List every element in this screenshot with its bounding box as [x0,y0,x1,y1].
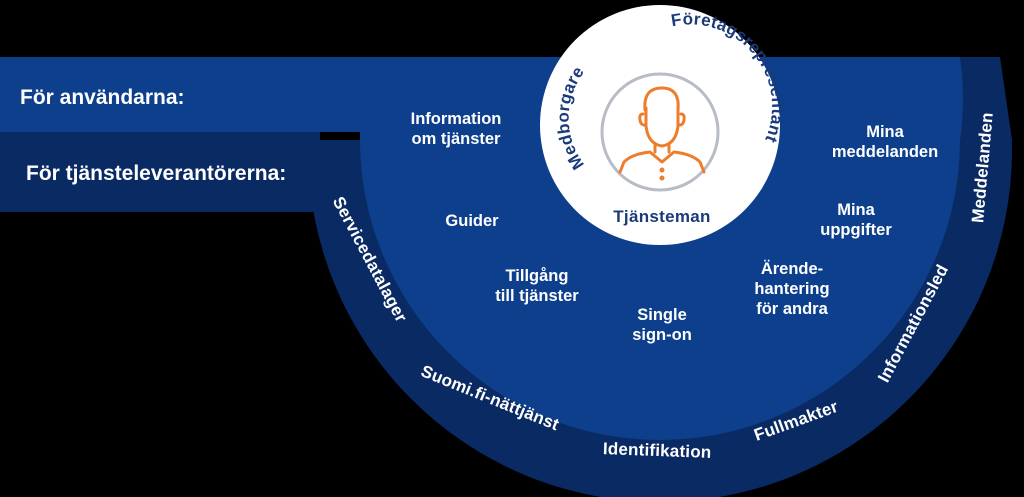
users-band-label: För användarna: [20,86,185,109]
user-service-guider: Guider [445,212,499,230]
person-icon [618,86,706,181]
role-tjansteman: Tjänsteman [613,207,710,226]
outer-right-cap [960,57,1012,140]
providers-band-label: För tjänsteleverantörerna: [26,162,286,185]
provider-service-identifikation: Identifikation [603,439,712,462]
center-inner-ring [600,72,720,192]
inner-semicircle [360,130,960,440]
center-circle [540,5,780,245]
provider-band [0,130,320,212]
